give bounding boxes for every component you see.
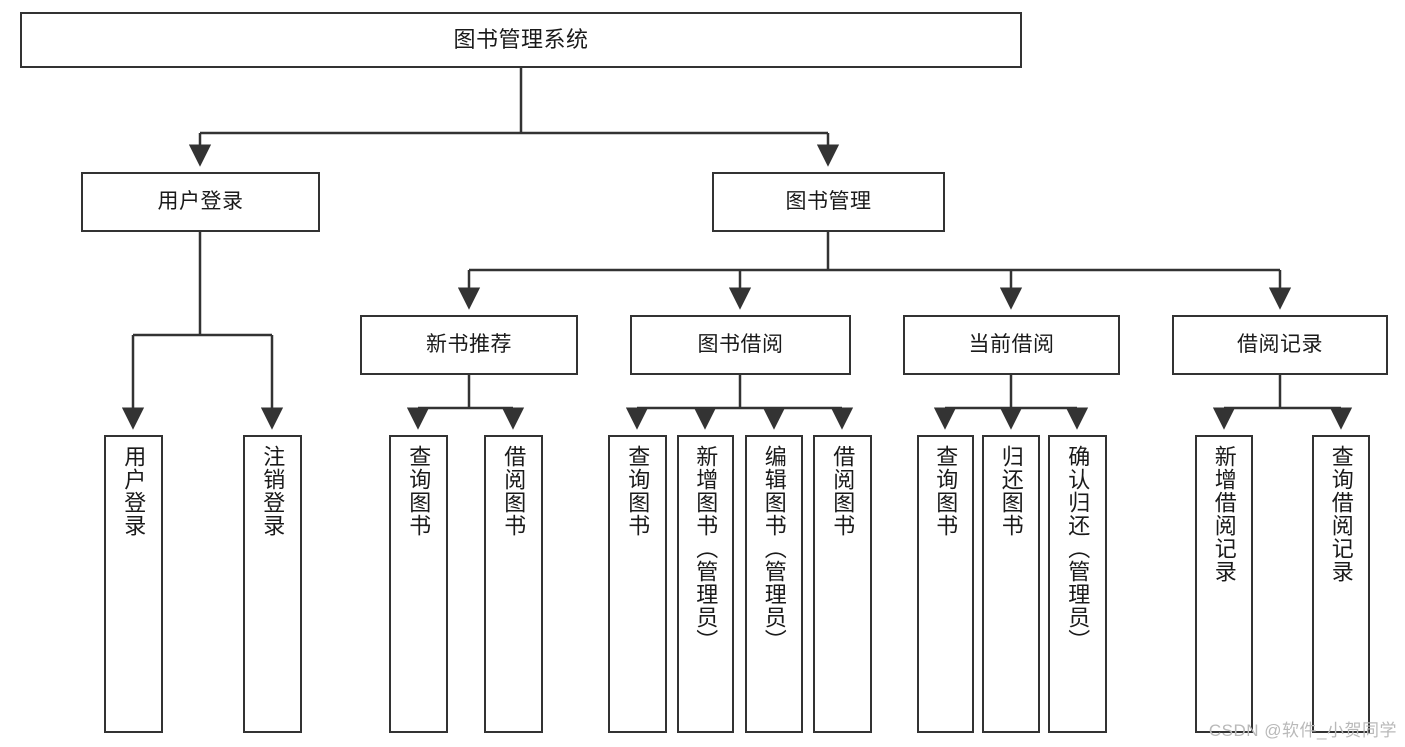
leaf-return-book[interactable]: 归还图书	[982, 435, 1040, 733]
leaf-add-borrow-record-label: 新增借阅记录	[1211, 445, 1237, 583]
leaf-logout[interactable]: 注销登录	[243, 435, 302, 733]
node-borrow-record[interactable]: 借阅记录	[1172, 315, 1388, 375]
leaf-query-book-2[interactable]: 查询图书	[608, 435, 667, 733]
node-root-label: 图书管理系统	[453, 26, 589, 52]
leaf-borrow-book-1-label: 借阅图书	[501, 445, 527, 537]
node-book-manage[interactable]: 图书管理	[712, 172, 945, 232]
leaf-user-login-label: 用户登录	[121, 445, 147, 537]
leaf-user-login[interactable]: 用户登录	[104, 435, 163, 733]
node-new-book-recommend-label: 新书推荐	[426, 333, 512, 357]
leaf-query-book-1-label: 查询图书	[406, 445, 432, 537]
leaf-add-book[interactable]: 新增图书（管理员）	[677, 435, 734, 733]
leaf-query-book-3[interactable]: 查询图书	[917, 435, 974, 733]
leaf-query-book-2-label: 查询图书	[625, 445, 651, 537]
leaf-edit-book[interactable]: 编辑图书（管理员）	[745, 435, 803, 733]
leaf-query-borrow-record-label: 查询借阅记录	[1328, 445, 1354, 583]
leaf-add-borrow-record[interactable]: 新增借阅记录	[1195, 435, 1253, 733]
leaf-borrow-book-2[interactable]: 借阅图书	[813, 435, 872, 733]
node-book-borrow[interactable]: 图书借阅	[630, 315, 851, 375]
leaf-return-book-label: 归还图书	[998, 445, 1024, 537]
leaf-logout-label: 注销登录	[260, 445, 286, 537]
node-user-login-label: 用户登录	[157, 190, 244, 214]
leaf-query-book-1[interactable]: 查询图书	[389, 435, 448, 733]
node-root[interactable]: 图书管理系统	[20, 12, 1022, 68]
watermark: CSDN @软件_小贺同学	[1208, 721, 1397, 740]
node-new-book-recommend[interactable]: 新书推荐	[360, 315, 578, 375]
leaf-borrow-book-2-label: 借阅图书	[830, 445, 856, 537]
leaf-borrow-book-1[interactable]: 借阅图书	[484, 435, 543, 733]
node-borrow-record-label: 借阅记录	[1237, 333, 1323, 357]
leaf-add-book-label: 新增图书（管理员）	[693, 445, 719, 652]
node-book-borrow-label: 图书借阅	[697, 333, 784, 357]
node-current-borrow-label: 当前借阅	[968, 333, 1055, 357]
leaf-confirm-return-label: 确认归还（管理员）	[1065, 445, 1091, 652]
node-user-login[interactable]: 用户登录	[81, 172, 320, 232]
leaf-query-book-3-label: 查询图书	[933, 445, 959, 537]
node-current-borrow[interactable]: 当前借阅	[903, 315, 1120, 375]
leaf-confirm-return[interactable]: 确认归还（管理员）	[1048, 435, 1107, 733]
node-book-manage-label: 图书管理	[785, 190, 872, 214]
leaf-edit-book-label: 编辑图书（管理员）	[761, 445, 787, 652]
leaf-query-borrow-record[interactable]: 查询借阅记录	[1312, 435, 1370, 733]
